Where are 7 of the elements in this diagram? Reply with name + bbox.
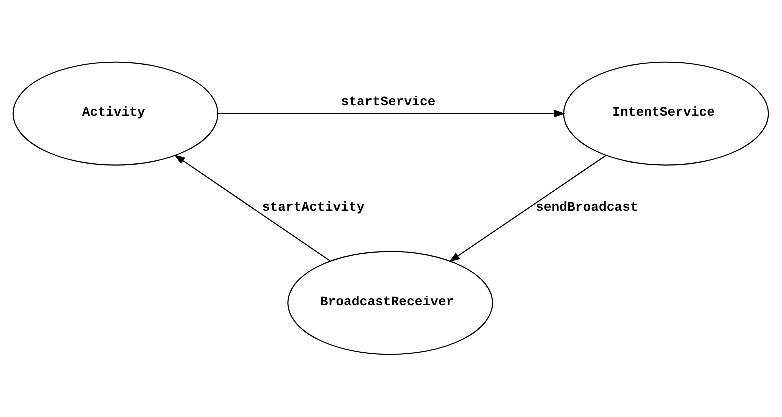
edge-label: startService: [341, 94, 436, 110]
arrow: [449, 155, 606, 262]
node-ellipse: IntentService: [563, 62, 770, 166]
arrow: [174, 154, 331, 262]
edge-label: sendBroadcast: [536, 200, 638, 215]
edge-label: startActivity: [262, 200, 365, 215]
arrow: [218, 110, 566, 118]
